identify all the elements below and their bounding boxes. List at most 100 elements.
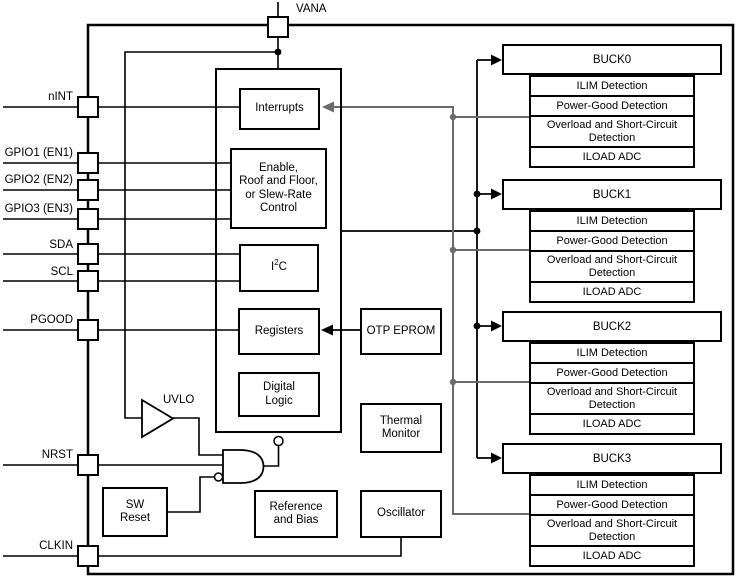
block-thermal-monitor: Thermal Monitor xyxy=(360,403,442,453)
buck2-header: BUCK2 xyxy=(502,311,722,342)
pin-nint xyxy=(77,96,99,118)
buck2-row-overload-label: Overload and Short-Circuit Detection xyxy=(546,385,678,411)
buck3-row-iload-label: ILOAD ADC xyxy=(582,549,642,562)
buck0-title: BUCK0 xyxy=(592,53,632,66)
buck0-stack: ILIM Detection Power-Good Detection Over… xyxy=(529,75,695,168)
pin-gpio2 xyxy=(77,179,99,201)
buck2-row-pgood-label: Power-Good Detection xyxy=(556,366,668,379)
buck2-row-ilim: ILIM Detection xyxy=(529,342,695,364)
block-otp-label: OTP EPROM xyxy=(366,324,436,337)
pin-label-gpio2: GPIO2 (EN2) xyxy=(4,174,73,186)
buck3-header: BUCK3 xyxy=(502,443,722,474)
pin-label-pgood: PGOOD xyxy=(30,314,73,326)
pin-label-clkin: CLKIN xyxy=(39,540,73,552)
block-digital-logic: Digital Logic xyxy=(238,372,320,417)
buck0-row-overload: Overload and Short-Circuit Detection xyxy=(529,115,695,148)
block-otp-eprom: OTP EPROM xyxy=(360,308,442,355)
buck3-row-pgood-label: Power-Good Detection xyxy=(556,498,668,511)
i2c-end: C xyxy=(278,261,287,274)
buck2-stack: ILIM Detection Power-Good Detection Over… xyxy=(529,342,695,435)
pin-sda xyxy=(77,243,99,265)
buck1-row-pgood-label: Power-Good Detection xyxy=(556,234,668,247)
clkin-oscillator-wire xyxy=(3,538,402,557)
pin-label-gpio1: GPIO1 (EN1) xyxy=(4,147,73,159)
block-i2c-label: I2C xyxy=(271,258,287,275)
junction-dot-enable xyxy=(473,227,481,235)
junction-dot-status0 xyxy=(449,113,457,121)
buck3-stack: ILIM Detection Power-Good Detection Over… xyxy=(529,474,695,567)
inverter-bubble-reset-out xyxy=(273,435,284,447)
buck3-row-overload: Overload and Short-Circuit Detection xyxy=(529,514,695,547)
pin-clkin xyxy=(77,545,99,567)
arrow-buck2 xyxy=(491,320,502,332)
buck1-row-overload: Overload and Short-Circuit Detection xyxy=(529,250,695,283)
buck2-row-iload: ILOAD ADC xyxy=(529,413,695,435)
i2c-sup: 2 xyxy=(274,258,279,268)
block-interrupts-label: Interrupts xyxy=(255,102,304,115)
pin-label-vana: VANA xyxy=(296,3,327,15)
block-enable-line1: Enable, xyxy=(258,161,298,174)
block-reference-bias: Reference and Bias xyxy=(254,490,338,538)
pin-label-gpio3: GPIO3 (EN3) xyxy=(4,203,73,215)
buck1-row-iload: ILOAD ADC xyxy=(529,281,695,303)
buck3-row-iload: ILOAD ADC xyxy=(529,545,695,567)
junction-dot-buck2 xyxy=(473,322,481,330)
buck0-row-iload: ILOAD ADC xyxy=(529,146,695,168)
thermal-line1: Thermal xyxy=(379,414,423,427)
buck1-title: BUCK1 xyxy=(592,188,632,201)
block-enable-line2: Roof and Floor, xyxy=(239,175,318,187)
digital-logic-line1: Digital xyxy=(263,381,295,393)
arrow-status-to-interrupts xyxy=(322,101,334,113)
buck0-row-ilim: ILIM Detection xyxy=(529,75,695,97)
gate-output-wire xyxy=(263,445,280,467)
block-enable-line3: or Slew-Rate xyxy=(245,188,312,201)
buck3-row-ilim: ILIM Detection xyxy=(529,474,695,496)
status-interrupt-rail xyxy=(332,106,529,515)
buck3-title: BUCK3 xyxy=(592,452,632,465)
block-registers-label: Registers xyxy=(254,324,304,337)
and-gate xyxy=(222,449,265,484)
buck-enable-rail xyxy=(476,59,493,459)
pin-label-sda: SDA xyxy=(49,239,73,251)
block-enable-control: Enable, Roof and Floor, or Slew-Rate Con… xyxy=(230,148,327,229)
arrow-buck0 xyxy=(491,54,502,66)
buck0-row-overload-label: Overload and Short-Circuit Detection xyxy=(546,118,678,144)
block-interrupts: Interrupts xyxy=(239,88,320,130)
digital-logic-line2: Logic xyxy=(265,394,293,407)
swreset-line1: SW xyxy=(125,498,145,511)
buck0-row-pgood-label: Power-Good Detection xyxy=(556,99,668,112)
block-oscillator-label: Oscillator xyxy=(377,507,425,520)
refbias-line2: and Bias xyxy=(273,514,319,526)
buck2-row-iload-label: ILOAD ADC xyxy=(582,417,642,430)
buck3-row-overload-label: Overload and Short-Circuit Detection xyxy=(546,517,678,543)
buck1-header: BUCK1 xyxy=(502,179,722,210)
pin-label-nrst: NRST xyxy=(41,449,73,461)
buck3-row-pgood: Power-Good Detection xyxy=(529,494,695,516)
block-registers: Registers xyxy=(238,308,320,355)
block-enable-line4: Control xyxy=(259,202,298,214)
refbias-line1: Reference xyxy=(269,500,323,513)
swreset-line2: Reset xyxy=(119,512,151,524)
block-sw-reset: SW Reset xyxy=(102,487,168,537)
buck2-row-ilim-label: ILIM Detection xyxy=(576,346,648,359)
pin-vana xyxy=(267,16,289,38)
buck1-row-ilim-label: ILIM Detection xyxy=(576,214,648,227)
buck2-title: BUCK2 xyxy=(592,320,632,333)
uvlo-buffer xyxy=(141,398,175,439)
swreset-output-wire xyxy=(168,476,214,513)
pin-scl xyxy=(77,270,99,292)
pin-gpio3 xyxy=(77,208,99,230)
arrow-buck1 xyxy=(491,188,502,200)
thermal-line2: Monitor xyxy=(381,428,421,440)
pin-nrst xyxy=(77,454,99,476)
uvlo-output-wire xyxy=(173,417,223,456)
block-oscillator: Oscillator xyxy=(360,490,442,538)
buck1-row-iload-label: ILOAD ADC xyxy=(582,285,642,298)
pin-pgood xyxy=(77,319,99,341)
buck1-stack: ILIM Detection Power-Good Detection Over… xyxy=(529,210,695,303)
buck0-header: BUCK0 xyxy=(502,44,722,75)
junction-dot-status1 xyxy=(449,246,457,254)
junction-dot-vana xyxy=(274,48,282,56)
